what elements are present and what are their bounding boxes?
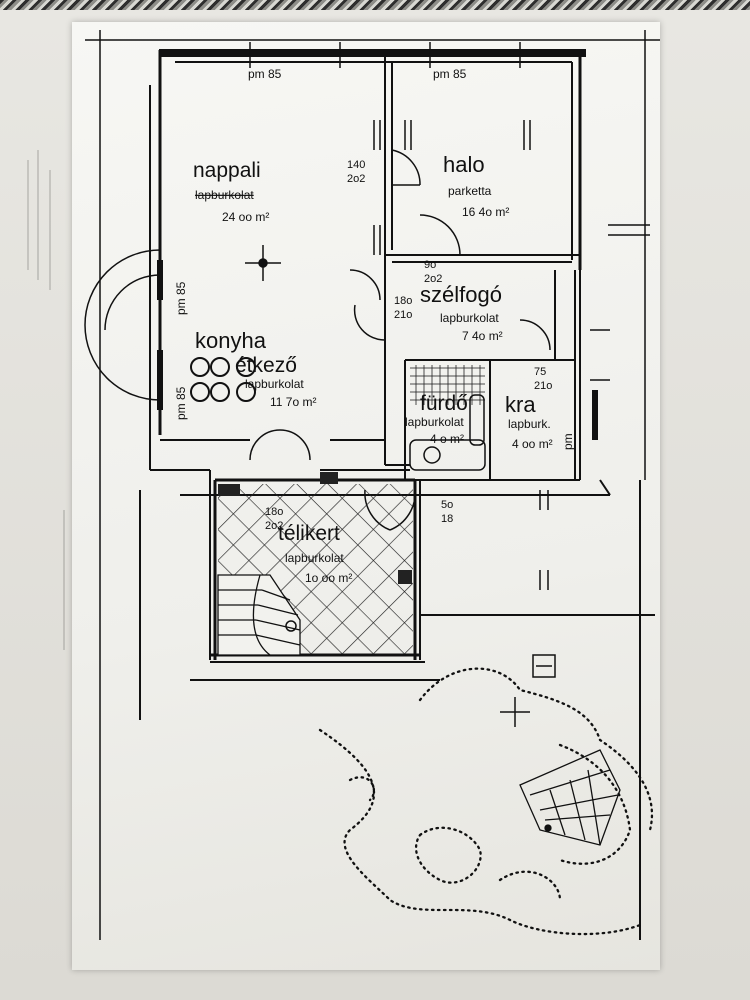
garden-steps: [519, 749, 621, 846]
room-floor: lapburkolat: [195, 188, 254, 202]
light-symbols: [245, 245, 556, 727]
room-szelfogo: szélfogó lapburkolat 7 4o m²: [420, 282, 503, 343]
room-subname: étkező: [235, 354, 297, 377]
room-area: 4 o m²: [430, 432, 464, 446]
chairs: [190, 357, 256, 402]
room-floor: lapburkolat: [440, 311, 499, 325]
staircase: [217, 574, 301, 656]
room-area: 7 4o m²: [462, 329, 503, 343]
side-dim-lower: pm 85: [174, 386, 188, 420]
room-konyha: konyha étkező lapburkolat 11 7o m²: [195, 328, 316, 409]
room-area: 4 oo m²: [512, 437, 553, 451]
top-dim-right: pm 85: [433, 67, 467, 81]
room-furdo: fürdő lapburkolat 4 o m²: [405, 392, 468, 446]
room-name: halo: [443, 152, 485, 177]
ticks: [85, 30, 660, 940]
room-name: kra: [505, 392, 536, 417]
room-area: 24 oo m²: [222, 210, 269, 224]
room-floor: lapburk.: [508, 417, 551, 431]
top-dim-left: pm 85: [248, 67, 282, 81]
bleed-through-text: [27, 150, 65, 650]
room-nappali: nappali lapburkolat 24 oo m²: [193, 159, 269, 224]
garden-outline: [318, 667, 653, 936]
room-area: 11 7o m²: [270, 395, 316, 409]
room-halo: halo parketta 16 4o m²: [443, 152, 509, 219]
room-area: 16 4o m²: [462, 205, 509, 219]
room-kra: kra lapburk. 4 oo m²: [505, 392, 553, 451]
room-floor: lapburkolat: [405, 415, 464, 429]
room-floor: lapburkolat: [285, 551, 344, 565]
room-name: fürdő: [420, 392, 468, 415]
room-name: szélfogó: [420, 282, 502, 307]
room-area: 1o oo m²: [305, 571, 352, 585]
room-name: nappali: [193, 159, 261, 182]
room-name: konyha: [195, 328, 267, 353]
kra-side-note: pm: [561, 433, 575, 450]
bathroom-fixtures: [409, 365, 486, 471]
room-floor: parketta: [448, 184, 492, 198]
side-dim-upper: pm 85: [174, 281, 188, 315]
room-name: télikert: [278, 522, 340, 545]
room-telikert: télikert lapburkolat 1o oo m²: [278, 522, 352, 585]
room-floor: lapburkolat: [245, 377, 304, 391]
